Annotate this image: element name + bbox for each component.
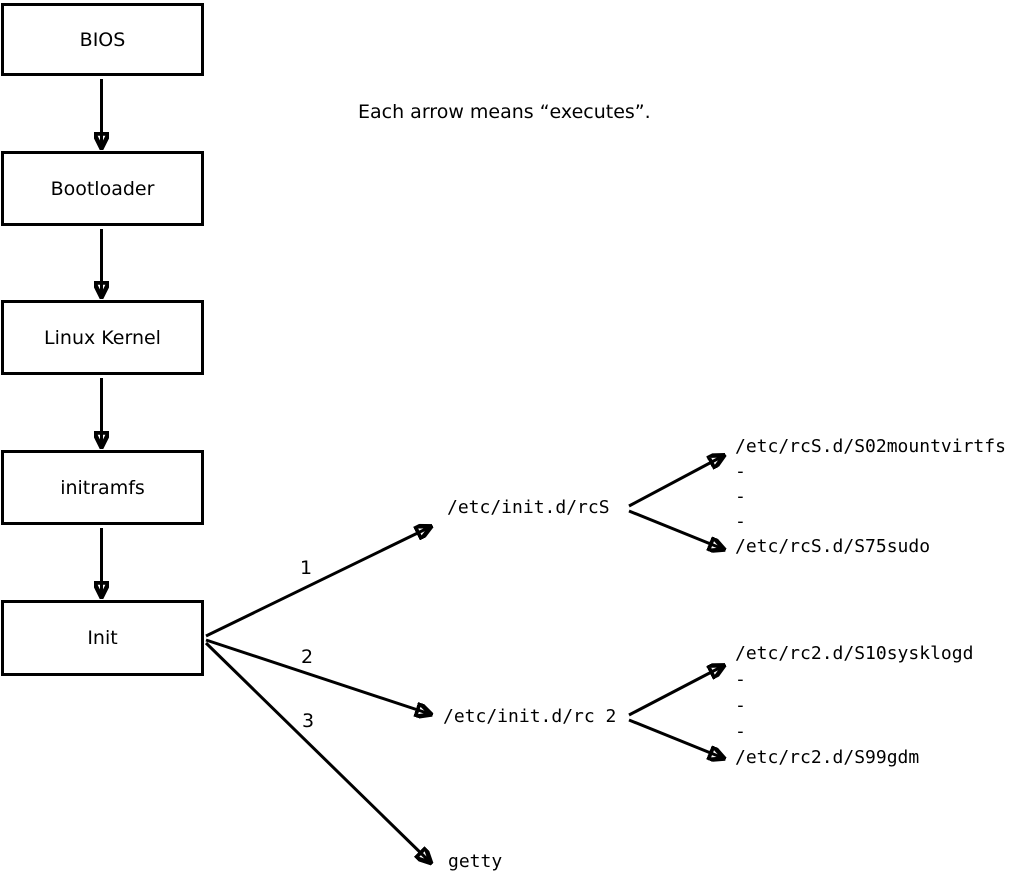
arrow-rc2-to-s99gdm xyxy=(628,718,723,758)
arrow-init-to-rc2 xyxy=(205,638,430,714)
edge-label-2: 2 xyxy=(301,646,314,668)
arrow-rcs-to-s75sudo xyxy=(628,509,723,549)
edge-label-3: 3 xyxy=(302,710,315,732)
rc2-script-item: /etc/rc2.d/S99gdm xyxy=(735,747,920,768)
rc2-script-item: - xyxy=(735,721,746,742)
node-etc-init-d-rcs: /etc/init.d/rcS xyxy=(447,497,610,518)
rcs-script-item: - xyxy=(735,486,746,507)
arrow-init-to-getty xyxy=(204,641,430,862)
node-linux-kernel: Linux Kernel xyxy=(1,300,204,375)
node-init-label: Init xyxy=(87,627,118,649)
node-etc-init-d-rc2: /etc/init.d/rc 2 xyxy=(443,706,617,727)
node-getty: getty xyxy=(448,851,503,872)
rc2-script-item: /etc/rc2.d/S10sysklogd xyxy=(735,643,974,664)
rc2-script-item: - xyxy=(735,695,746,716)
rc2-script-list: /etc/rc2.d/S10sysklogd - - - /etc/rc2.d/… xyxy=(735,641,973,771)
node-initramfs-label: initramfs xyxy=(60,476,145,499)
rc2-script-item: - xyxy=(735,669,746,690)
rcs-script-item: - xyxy=(735,461,746,482)
edge-label-1: 1 xyxy=(300,557,313,579)
node-bios: BIOS xyxy=(1,3,204,76)
legend-note: Each arrow means “executes”. xyxy=(358,101,651,123)
node-init: Init xyxy=(1,600,204,676)
arrow-rc2-to-s10sysklogd xyxy=(628,666,723,717)
node-linux-kernel-label: Linux Kernel xyxy=(44,326,161,349)
rcs-script-item: - xyxy=(735,511,746,532)
node-bios-label: BIOS xyxy=(79,28,126,51)
node-bootloader: Bootloader xyxy=(1,151,204,226)
rcs-script-item: /etc/rcS.d/S75sudo xyxy=(735,536,931,557)
rcs-script-list: /etc/rcS.d/S02mountvirtfs - - - /etc/rcS… xyxy=(735,434,1006,559)
arrow-init-to-rcs xyxy=(205,527,430,638)
node-initramfs: initramfs xyxy=(1,450,204,525)
rcs-script-item: /etc/rcS.d/S02mountvirtfs xyxy=(735,436,1006,457)
arrow-rcs-to-s02mountvirtfs xyxy=(628,456,723,508)
node-bootloader-label: Bootloader xyxy=(50,177,155,200)
